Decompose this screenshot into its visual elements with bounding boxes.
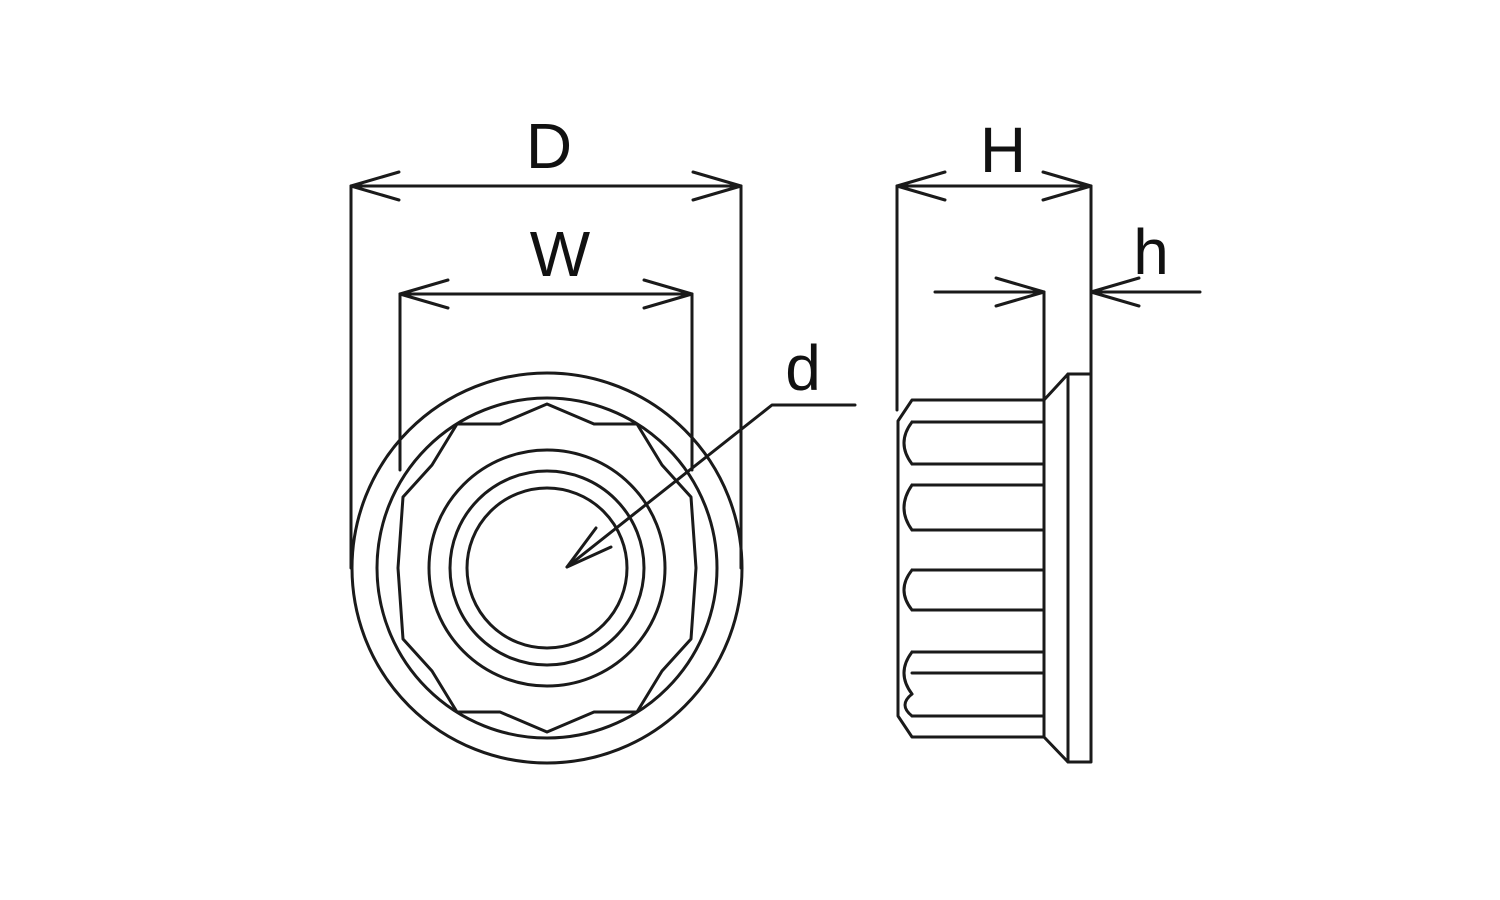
- arrowhead: [691, 170, 743, 202]
- arrowhead: [642, 278, 694, 310]
- arrowhead: [1041, 170, 1093, 202]
- arrowhead: [565, 526, 613, 569]
- point-arc: [903, 692, 914, 718]
- side-view: [896, 372, 1093, 764]
- leader-line: [565, 403, 857, 569]
- twelve-point-outline: [396, 402, 698, 734]
- dimension-label-h: h: [1133, 216, 1169, 288]
- dimension-D: D: [349, 110, 743, 570]
- dimension-label-H: H: [980, 114, 1026, 186]
- dimension-label-D: D: [526, 110, 572, 182]
- arrowhead: [895, 170, 947, 202]
- flange-outer-circle: [350, 371, 744, 765]
- dimension-H: H: [895, 114, 1093, 412]
- dimension-label-d: d: [785, 332, 821, 404]
- chamfer-circle: [427, 448, 667, 688]
- dimension-label-W: W: [530, 218, 591, 290]
- flange-outline: [1042, 372, 1093, 764]
- point-arc: [902, 650, 914, 696]
- point-arc: [902, 568, 914, 612]
- thread-outer-circle: [448, 469, 646, 667]
- arrowhead: [994, 276, 1046, 308]
- arrowhead: [398, 278, 450, 310]
- dimension-h: h: [933, 216, 1202, 402]
- arrowhead: [1089, 276, 1141, 308]
- dimension-W: W: [398, 218, 694, 472]
- flange-inner-circle: [375, 396, 719, 740]
- front-view: [350, 371, 744, 765]
- thread-bore-circle: [465, 486, 629, 650]
- point-arc: [902, 483, 914, 532]
- dimension-d: d: [565, 332, 857, 569]
- arrowhead: [349, 170, 401, 202]
- point-arc: [902, 420, 914, 466]
